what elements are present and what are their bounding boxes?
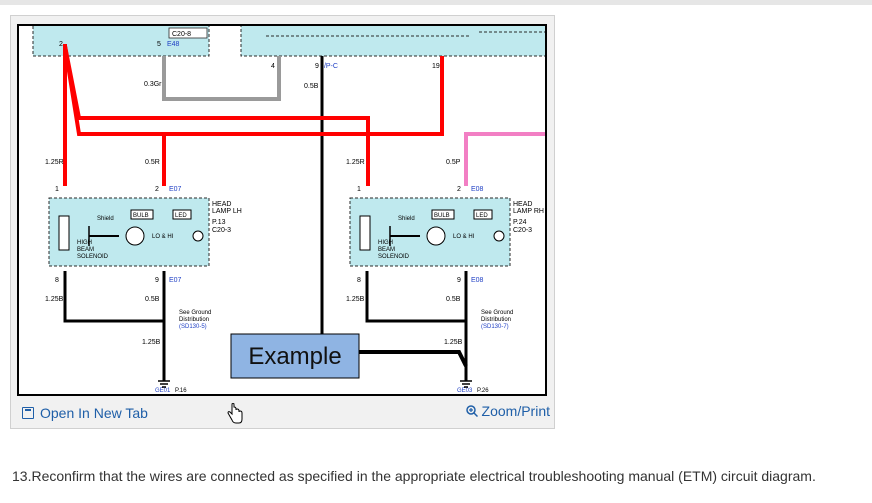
- headlamp-lh-title: HEAD: [212, 201, 231, 208]
- wire-label: 1.25B: [444, 339, 463, 346]
- ground-page: P.26: [477, 388, 489, 394]
- led-label: LED: [175, 213, 187, 219]
- pin-label: 1: [55, 186, 59, 193]
- pin-label: 9: [155, 277, 159, 284]
- pin-label: 1: [357, 186, 361, 193]
- open-in-new-tab-link[interactable]: Open In New Tab: [22, 405, 148, 421]
- lohi-label: LO & HI: [152, 234, 174, 240]
- zoom-print-label: Zoom/Print: [481, 403, 550, 419]
- headlamp-rh-title: HEAD: [513, 201, 532, 208]
- open-tab-icon: [22, 407, 34, 419]
- ground-id: GE01: [155, 388, 171, 394]
- wire-label: 0.5R: [145, 159, 160, 166]
- solenoid-label: HIGH: [77, 240, 92, 246]
- ground-symbol-lh: [158, 380, 170, 388]
- example-callout-text: Example: [248, 343, 341, 370]
- pin-label: 8: [55, 277, 59, 284]
- pin-label: 2: [155, 186, 159, 193]
- ref-label: P.24: [513, 219, 527, 226]
- wire-label-gray: 0.3Gr: [144, 81, 162, 88]
- bulb-label: BULB: [434, 213, 450, 219]
- solenoid-label: SOLENOID: [77, 254, 109, 260]
- ground-wire-rh: [365, 271, 466, 323]
- bulb-label: BULB: [133, 213, 149, 219]
- connector-label: E07: [169, 186, 182, 193]
- top-right-module: [240, 26, 545, 57]
- ground-page: P.16: [175, 388, 187, 394]
- headlamp-rh-title: LAMP RH: [513, 208, 544, 215]
- headlamp-lh-title: LAMP LH: [212, 208, 242, 215]
- circuit-diagram[interactable]: C20-8 E48 I/P-C 2 5 4 9 19 0.3Gr 0.5B 1.…: [17, 24, 547, 396]
- ground-note: See Ground: [481, 310, 513, 316]
- ground-wire-lh: [63, 271, 164, 323]
- ref-label: P.13: [212, 219, 226, 226]
- pin-label: 9: [315, 63, 319, 70]
- ref-label: C20-3: [513, 227, 532, 234]
- headlamp-rh-box: [349, 197, 511, 267]
- hand-cursor-icon: [227, 403, 243, 424]
- connector-e48-label: E48: [167, 41, 180, 48]
- pink-wire: [464, 132, 545, 186]
- diagram-toolbar: Open In New Tab Zoom/Print: [17, 400, 550, 426]
- pin-label: 19: [432, 63, 440, 70]
- ground-note: (SD130-7): [481, 324, 509, 330]
- wire-label: 1.25B: [346, 296, 365, 303]
- wire-label: 0.5P: [446, 159, 461, 166]
- connector-left-label: C20-8: [172, 31, 191, 38]
- pin-label: 8: [357, 277, 361, 284]
- connector-label: E08: [471, 277, 484, 284]
- gray-wire: [162, 56, 281, 101]
- connector-ipc-label: I/P-C: [322, 63, 338, 70]
- solenoid-label: BEAM: [77, 247, 94, 253]
- ground-note: (SD130-5): [179, 324, 207, 330]
- zoom-icon: [465, 405, 478, 417]
- shield-label: Shield: [398, 216, 415, 222]
- ground-note: See Ground: [179, 310, 211, 316]
- ground-note: Distribution: [179, 317, 209, 323]
- example-callout-box: [230, 333, 360, 379]
- solenoid-label: HIGH: [378, 240, 393, 246]
- wire-label: 0.5B: [446, 296, 461, 303]
- red-wire-19: [164, 56, 444, 136]
- red-wire-left-2: [63, 45, 166, 186]
- instruction-text: 13.Reconfirm that the wires are connecte…: [12, 468, 816, 484]
- black-wire-example: [359, 350, 468, 367]
- wire-label: 1.25R: [346, 159, 365, 166]
- ground-id: GE03: [457, 388, 473, 394]
- led-label: LED: [476, 213, 488, 219]
- wire-label-05b-top: 0.5B: [304, 83, 319, 90]
- lohi-label: LO & HI: [453, 234, 475, 240]
- wire-label: 1.25R: [45, 159, 64, 166]
- solenoid-label: SOLENOID: [378, 254, 410, 260]
- solenoid-label: BEAM: [378, 247, 395, 253]
- pin-label: 9: [457, 277, 461, 284]
- zoom-print-link[interactable]: Zoom/Print: [465, 403, 550, 419]
- ref-label: C20-3: [212, 227, 231, 234]
- shield-label: Shield: [97, 216, 114, 222]
- ground-symbol-rh: [460, 380, 472, 388]
- wire-label: 1.25B: [45, 296, 64, 303]
- top-bar: [0, 0, 872, 5]
- ground-note: Distribution: [481, 317, 511, 323]
- pin-label: 5: [157, 41, 161, 48]
- pin-label: 2: [457, 186, 461, 193]
- open-in-new-tab-label: Open In New Tab: [40, 405, 148, 421]
- wire-label: 0.5B: [145, 296, 160, 303]
- pin-label: 4: [271, 63, 275, 70]
- connector-label: E07: [169, 277, 182, 284]
- connector-label: E08: [471, 186, 484, 193]
- wire-label: 1.25B: [142, 339, 161, 346]
- pin-label: 2: [59, 41, 63, 48]
